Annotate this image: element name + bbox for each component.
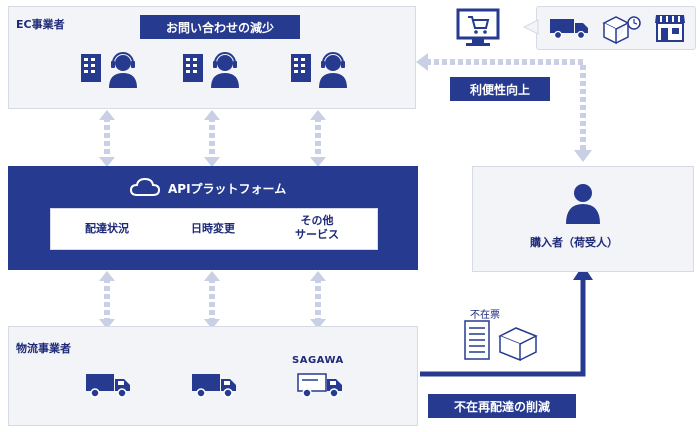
slip-document-icon bbox=[464, 320, 490, 360]
building-icon bbox=[291, 54, 311, 82]
convenience-path bbox=[425, 59, 586, 150]
buyer-label: 購入者（荷受人） bbox=[530, 236, 618, 249]
ec-banner: お問い合わせの減少 bbox=[140, 15, 300, 39]
cloud-icon bbox=[129, 177, 161, 196]
ec-label: EC事業者 bbox=[16, 18, 65, 31]
ec-platform-arrows bbox=[104, 117, 321, 322]
person-icon bbox=[566, 184, 600, 224]
absence-banner: 不在再配達の削減 bbox=[428, 394, 576, 418]
truck-icon bbox=[86, 374, 130, 398]
service-other: その他 サービス bbox=[295, 214, 339, 241]
convenience-arrowhead bbox=[416, 53, 428, 71]
parcel-box-icon bbox=[498, 327, 538, 362]
platform-title: APIプラットフォーム bbox=[168, 182, 287, 196]
redelivery-arrowhead bbox=[573, 265, 593, 280]
truck-icon bbox=[192, 374, 236, 398]
building-icon bbox=[81, 54, 101, 82]
ec-panel bbox=[8, 6, 416, 109]
service-date-change: 日時変更 bbox=[191, 222, 235, 235]
logistics-panel bbox=[8, 326, 418, 426]
truck-icon bbox=[297, 373, 342, 398]
operator-headset-icon bbox=[211, 52, 239, 88]
delivery-truck-icon bbox=[550, 19, 588, 40]
building-icon bbox=[183, 54, 203, 82]
arrowheads bbox=[99, 110, 326, 329]
bubble-pointer bbox=[522, 19, 539, 35]
operator-headset-icon bbox=[319, 52, 347, 88]
box-clock-icon bbox=[602, 16, 641, 45]
buyer-arrowhead bbox=[574, 150, 592, 162]
platform-services-box bbox=[50, 208, 378, 250]
computer-cart-icon bbox=[456, 8, 500, 46]
redelivery-path bbox=[420, 275, 586, 377]
carrier-name: SAGAWA bbox=[292, 355, 344, 366]
operator-headset-icon bbox=[109, 52, 137, 88]
logistics-label: 物流事業者 bbox=[16, 342, 71, 355]
service-delivery-status: 配達状況 bbox=[85, 222, 129, 235]
storefront-icon bbox=[655, 15, 685, 42]
slip-label: 不在票 bbox=[470, 310, 500, 321]
convenience-banner: 利便性向上 bbox=[450, 77, 550, 101]
